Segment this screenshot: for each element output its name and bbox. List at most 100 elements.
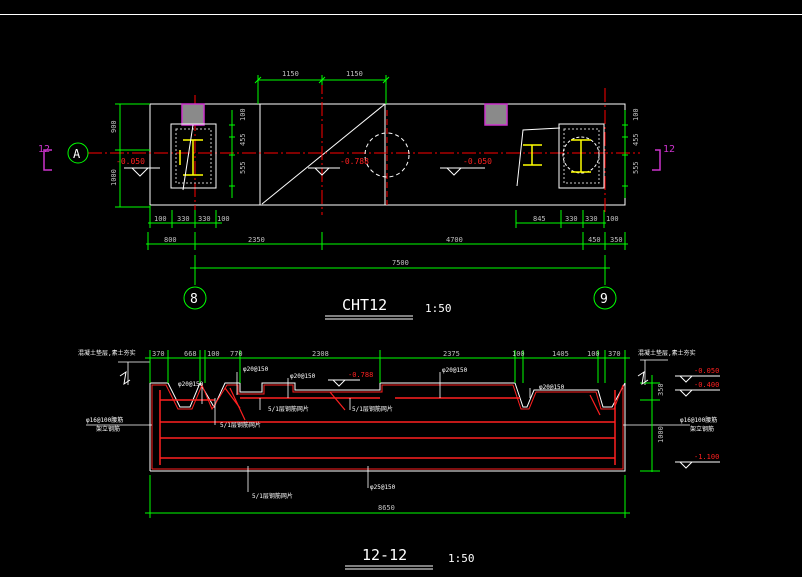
plan-left-dim-lines	[115, 103, 628, 208]
sec-side-right: φ16@100腰筋	[680, 416, 717, 424]
plan-dim-br-4: 100	[606, 215, 619, 223]
sec-rebar-top-5: φ20@150	[178, 381, 204, 388]
grid-bubble-a	[67, 142, 89, 164]
plan-dim-bl-4: 100	[217, 215, 230, 223]
sec-dim-top-3: 100	[207, 350, 220, 358]
plan-dim-rcol-1: 100	[632, 108, 640, 121]
plan-dim-r2-1: 800	[164, 236, 177, 244]
sec-note-right-top: 混凝土垫层,素土夯实	[638, 349, 696, 357]
section-bottom-dim	[145, 475, 630, 518]
plan-dim-r2-3: 4700	[446, 236, 463, 244]
plan-view: -0.050 -0.788 -0.050 1150 1150	[38, 70, 675, 320]
right-pad-block	[484, 103, 508, 126]
sec-rebar-top-3: φ20@150	[442, 367, 468, 374]
sec-dim-right-a: 350	[657, 383, 665, 396]
sec-side-left: φ16@100腰筋	[86, 416, 123, 424]
section-elev-marks	[328, 375, 720, 469]
sec-note-mid-3: 5/1层钢筋网片	[220, 421, 261, 429]
section-view: 370 668 100 770 2308 2375 100 1405 100 3…	[78, 349, 720, 570]
plan-dim-rcol-2: 455	[632, 133, 640, 146]
top-border-line	[0, 14, 802, 15]
grid-bubble-8-label: 8	[190, 292, 198, 307]
sec-dim-top-10: 370	[608, 350, 621, 358]
plan-top-dim-lines	[254, 75, 390, 104]
grid-bubble-9	[593, 286, 617, 310]
plan-title: CHT12	[342, 296, 387, 314]
plan-dim-bl-2: 330	[177, 215, 190, 223]
sec-elev-mid: -0.400	[694, 381, 719, 389]
sec-dim-right-b: 1000	[657, 426, 665, 443]
sec-dim-top-4: 770	[230, 350, 243, 358]
sec-side-left-2: 架立钢筋	[96, 425, 120, 433]
right-steel-section	[523, 139, 591, 173]
left-steel-section	[179, 139, 203, 176]
plan-dim-left-1: 900	[110, 120, 118, 133]
left-column-inner	[175, 128, 212, 184]
section-outline	[149, 381, 626, 472]
plan-dim-top-2: 1150	[346, 70, 363, 78]
plan-dim-r2-4: 450	[588, 236, 601, 244]
plan-dim-br-2: 330	[565, 215, 578, 223]
sec-elev-top: -0.050	[694, 367, 719, 375]
plan-dim-lcol-2: 455	[239, 133, 247, 146]
left-pad-block	[181, 103, 205, 126]
plan-dim-top-1: 1150	[282, 70, 299, 78]
sec-rebar-top-4: φ20@150	[539, 384, 565, 391]
plan-dim-total: 7500	[392, 259, 409, 267]
section-cut-marks	[43, 149, 661, 171]
sec-rebar-top-2: φ20@150	[290, 373, 316, 380]
plan-dim-rcol-3: 555	[632, 161, 640, 174]
plan-dim-r2-2: 2350	[248, 236, 265, 244]
right-anchor-outline	[516, 127, 561, 187]
section-title: 12-12	[362, 546, 407, 564]
plan-bottom-dim-row1	[148, 205, 606, 228]
plan-dim-lcol-1: 100	[239, 108, 247, 121]
sec-dim-top-2: 668	[184, 350, 197, 358]
sec-dim-top-9: 100	[587, 350, 600, 358]
section-leaders	[86, 359, 690, 492]
grid-bubble-9-label: 9	[600, 292, 608, 307]
left-column-cage	[170, 123, 217, 189]
plan-elev-left: -0.050	[116, 157, 145, 166]
section-rebar-outline	[151, 383, 624, 470]
left-steel-hatch	[182, 124, 194, 191]
plan-dim-bl-3: 330	[198, 215, 211, 223]
sec-elev-bottom: -1.100	[694, 453, 719, 461]
plan-hole-circle	[364, 132, 410, 178]
sec-side-right-2: 架立钢筋	[690, 425, 714, 433]
plan-dim-lcol-3: 555	[239, 161, 247, 174]
plan-elevation-marks	[124, 167, 485, 177]
sec-rebar-bottom: φ25@150	[370, 484, 396, 491]
plan-dim-bl-1: 100	[154, 215, 167, 223]
section-break-marks	[119, 370, 649, 386]
section-rebar-lines	[159, 390, 616, 465]
plan-bottom-dim-row2	[146, 232, 628, 250]
section-scale: 1:50	[448, 552, 475, 565]
grid-bubble-8	[183, 286, 207, 310]
sec-note-mid-2: 5/1层钢筋网片	[352, 405, 393, 413]
section-cut-left-label: 12	[38, 144, 50, 155]
plan-elev-right: -0.050	[463, 157, 492, 166]
sec-rebar-top-1: φ20@150	[243, 366, 269, 373]
plan-dim-r2-5: 350	[610, 236, 623, 244]
section-right-dims	[640, 375, 660, 472]
plan-elev-mid: -0.788	[340, 157, 369, 166]
sec-dim-total: 8650	[378, 504, 395, 512]
sec-elev-inner: -0.788	[348, 371, 373, 379]
right-column-circle	[562, 136, 600, 174]
plan-dim-br-1: 845	[533, 215, 546, 223]
plan-scale: 1:50	[425, 302, 452, 315]
grid-bubble-a-label: A	[73, 147, 81, 161]
sec-note-bottom: 5/1层钢筋网片	[252, 492, 293, 500]
plan-slope-diagonal	[261, 103, 386, 205]
sec-dim-top-1: 370	[152, 350, 165, 358]
sec-dim-top-8: 1405	[552, 350, 569, 358]
plan-dim-br-3: 330	[585, 215, 598, 223]
section-cut-right-label: 12	[663, 144, 675, 155]
section-inclined-bars	[224, 387, 601, 421]
sec-dim-top-7: 100	[512, 350, 525, 358]
sec-dim-top-5: 2308	[312, 350, 329, 358]
section-top-dims	[145, 350, 630, 383]
right-column-cage	[558, 123, 605, 189]
